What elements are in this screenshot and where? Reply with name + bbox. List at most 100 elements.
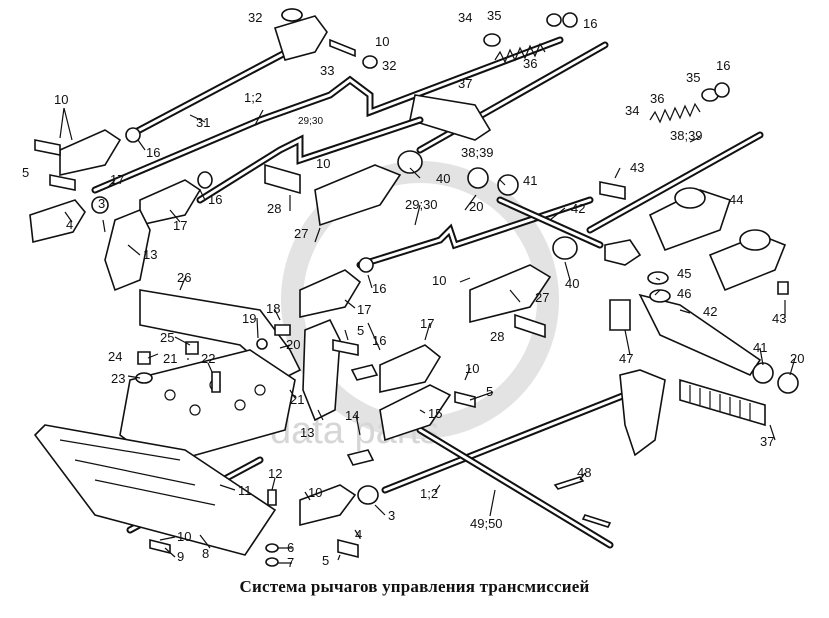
callout-27: 27: [294, 226, 308, 241]
callout-10-mid: 10: [316, 156, 330, 171]
callout-29-30: 29;30: [298, 116, 323, 127]
diagram-caption: Система рычагов управления трансмиссией: [239, 577, 590, 596]
callout-23: 23: [111, 371, 125, 386]
fork-17-upper-left: [59, 129, 122, 176]
callout-32b: 32: [382, 58, 396, 73]
callout-3-bottom: 3: [388, 508, 395, 523]
callout-labels: 32 34 35 16 10 33 32 36 35 16 36 34 37 3…: [22, 8, 804, 570]
shaft-49-50: [416, 369, 666, 549]
rod-1-2-lower: [381, 391, 629, 494]
callout-16-center: 16: [372, 281, 386, 296]
callout-34: 34: [458, 10, 472, 25]
callout-34b: 34: [625, 103, 639, 118]
rod-38-39-right: [586, 131, 764, 234]
callout-28-right: 28: [490, 329, 504, 344]
callout-38-39: 38;39: [670, 128, 703, 143]
callout-31: 31: [196, 115, 210, 130]
callout-20-right: 20: [790, 351, 804, 366]
callout-18: 18: [266, 301, 280, 316]
callout-12: 12: [268, 466, 282, 481]
callout-48: 48: [577, 465, 591, 480]
callout-7: 7: [287, 555, 294, 570]
callout-40: 40: [436, 171, 450, 186]
callout-41: 41: [523, 173, 537, 188]
spring-36-upper: [494, 42, 546, 64]
callout-36b: 36: [650, 91, 664, 106]
callout-24: 24: [108, 349, 122, 364]
rod-29-30-middle: [356, 196, 594, 269]
fork-17-center: [299, 269, 362, 318]
callout-13-center: 13: [300, 425, 314, 440]
callout-41-right: 41: [753, 340, 767, 355]
leader-lines: [59, 107, 796, 564]
housing-23: [119, 349, 296, 466]
callout-17-mid: 17: [173, 218, 187, 233]
callout-44: 44: [729, 192, 743, 207]
callout-8: 8: [202, 546, 209, 561]
callout-22: 22: [201, 351, 215, 366]
callout-11: 11: [238, 483, 252, 498]
callout-5-left: 5: [22, 165, 29, 180]
lever-15: [379, 384, 452, 442]
hardware: [34, 8, 799, 567]
callout-16-lower: 16: [372, 333, 386, 348]
callout-10-center: 10: [432, 273, 446, 288]
callout-26: 26: [177, 270, 191, 285]
callout-40-right: 40: [565, 276, 579, 291]
callout-9: 9: [177, 549, 184, 564]
rod-42: [496, 196, 762, 377]
callout-21: 21: [163, 351, 177, 366]
callout-20-left: 20: [286, 337, 300, 352]
callout-6: 6: [287, 540, 294, 555]
callout-4: 4: [66, 217, 73, 232]
callout-4-bottom: 4: [355, 527, 362, 542]
fork-17-mid-left: [139, 179, 202, 226]
lever-13-upper: [104, 208, 151, 292]
callout-20: 20: [469, 199, 483, 214]
rod-1-2-upper: [91, 36, 564, 194]
callout-14: 14: [345, 408, 359, 423]
callout-32: 32: [248, 10, 262, 25]
callout-27-right: 27: [535, 290, 549, 305]
callout-16-left: 16: [146, 145, 160, 160]
callout-19: 19: [242, 311, 256, 326]
callout-17-lower: 17: [420, 316, 434, 331]
callout-5-bottom: 5: [322, 553, 329, 568]
callout-49-50: 49;50: [470, 516, 503, 531]
callout-13: 13: [143, 247, 157, 262]
callout-17-center: 17: [357, 302, 371, 317]
cover-plate-8: [33, 424, 277, 556]
callout-47: 47: [619, 351, 633, 366]
callout-42: 42: [571, 201, 585, 216]
callout-21b: 21: [290, 392, 304, 407]
callout-10: 10: [375, 34, 389, 49]
callout-15: 15: [428, 406, 442, 421]
spring-37-lower: [679, 378, 766, 427]
callout-16-mid: 16: [208, 192, 222, 207]
callout-35: 35: [487, 8, 501, 23]
fork-4-left: [29, 199, 86, 243]
fork-27-right: [469, 264, 552, 324]
callout-42-right: 42: [703, 304, 717, 319]
callout-16: 16: [583, 16, 597, 31]
callout-36: 36: [523, 56, 537, 71]
callout-38-39-mid: 38;39: [461, 145, 494, 160]
fork-10-lower: [299, 484, 357, 527]
callout-10-lower: 10: [465, 361, 479, 376]
callout-1-2-bottom: 1;2: [420, 486, 438, 501]
lever-13-center: [302, 318, 341, 422]
callout-5-lower: 5: [486, 384, 493, 399]
callout-1-2: 1;2: [244, 90, 262, 105]
fork-17-lower-center: [379, 344, 442, 393]
callout-10-bottom: 10: [308, 485, 322, 500]
callout-37-lower: 37: [760, 434, 774, 449]
rod-29-30-upper: [196, 116, 424, 204]
callout-16b: 16: [716, 58, 730, 73]
callout-5-center: 5: [357, 323, 364, 338]
callout-33: 33: [320, 63, 334, 78]
callout-43: 43: [630, 160, 644, 175]
callout-29-30-mid: 29;30: [405, 197, 438, 212]
callout-10-plate: 10: [177, 529, 191, 544]
